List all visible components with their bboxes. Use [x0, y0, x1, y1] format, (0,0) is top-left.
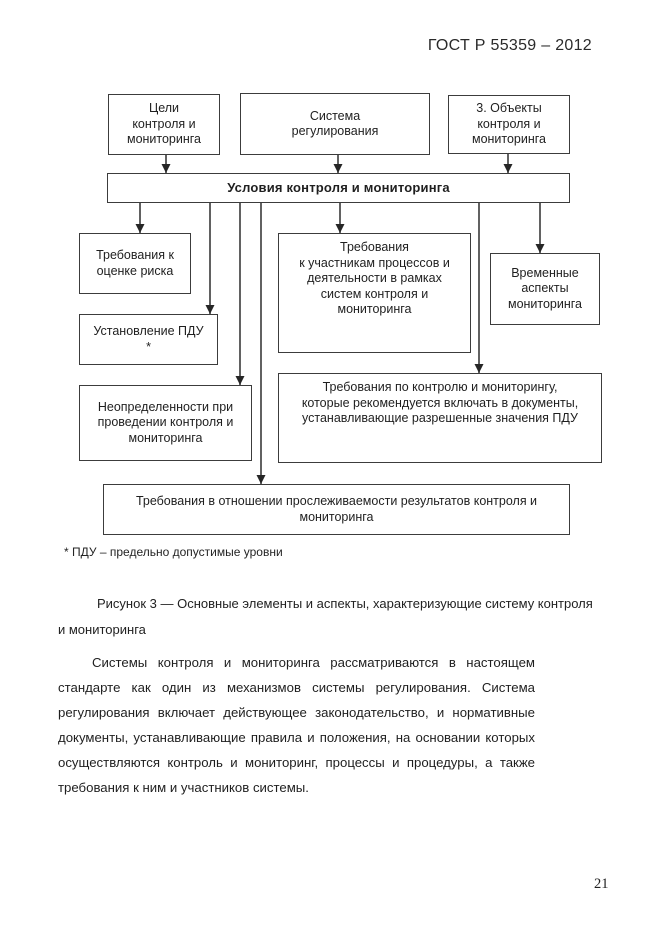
paragraph-line: документы, устанавливающие правила и пол… — [58, 730, 535, 745]
box-participants: Требования к участникам процессов и деят… — [278, 233, 471, 353]
box-traceability: Требования в отношении прослеживаемости … — [103, 484, 570, 535]
paragraph-line: требования к ним и участников системы. — [58, 780, 309, 795]
box-temporal-aspects: Временные аспекты мониторинга — [490, 253, 600, 325]
figure-caption: Рисунок 3 — Основные элементы и аспекты,… — [58, 591, 593, 643]
paragraph-line: Системы контроля и мониторинга рассматри… — [92, 655, 535, 670]
box-regulation-system: Система регулирования — [240, 93, 430, 155]
box-conditions: Условия контроля и мониторинга — [107, 173, 570, 203]
box-objects: 3. Объекты контроля и мониторинга — [448, 95, 570, 154]
page-number: 21 — [594, 876, 609, 892]
paragraph-line: стандарте как один из механизмов системы… — [58, 680, 535, 695]
box-control-monitoring-requirements: Требования по контролю и мониторингу, ко… — [278, 373, 602, 463]
figure-caption-line1: Рисунок 3 — Основные элементы и аспекты,… — [97, 596, 593, 611]
box-risk-assessment: Требования к оценке риска — [79, 233, 191, 294]
box-uncertainties: Неопределенности при проведении контроля… — [79, 385, 252, 461]
page-header: ГОСТ Р 55359 – 2012 — [427, 37, 592, 54]
box-goals: Цели контроля и мониторинга — [108, 94, 220, 155]
figure-caption-line2: и мониторинга — [58, 622, 146, 637]
footnote-pdu: * ПДУ – предельно допустимые уровни — [64, 545, 283, 559]
paragraph-line: регулирования включает действующее закон… — [58, 705, 535, 720]
box-pdu-setting: Установление ПДУ * — [79, 314, 218, 365]
figure-3-diagram: Цели контроля и мониторинга Система регу… — [79, 93, 602, 535]
body-paragraph: Системы контроля и мониторинга рассматри… — [58, 650, 535, 800]
paragraph-line: осуществляются контроль и мониторинг, пр… — [58, 755, 535, 770]
